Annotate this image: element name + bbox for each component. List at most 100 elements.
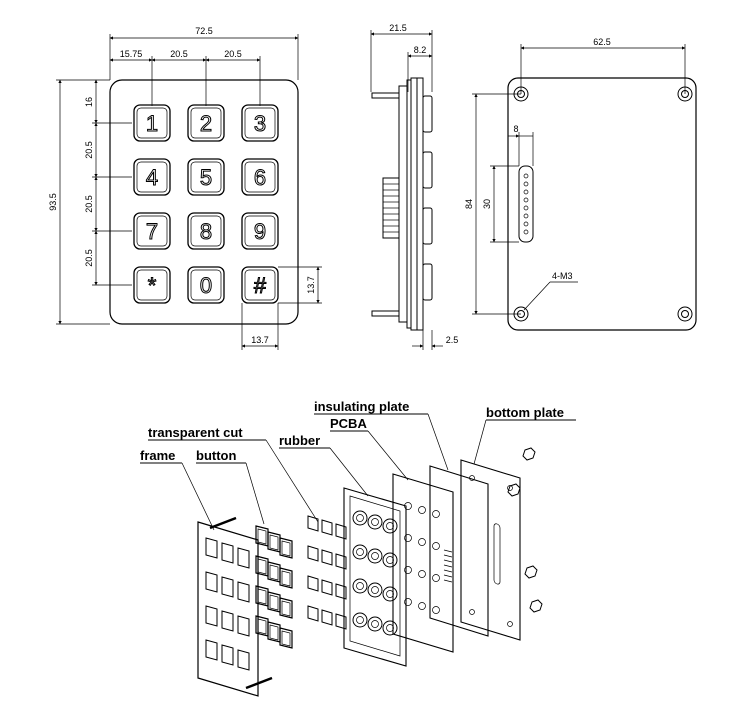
pcb-contact: [418, 570, 426, 578]
key-6: 6: [241, 158, 279, 196]
key-hash: #: [241, 266, 279, 304]
side-bottom-plate: [398, 85, 408, 323]
key-5: 5: [187, 158, 225, 196]
frame-key-opening: [205, 605, 218, 627]
dim-key-size: 13.7 13.7: [241, 266, 322, 350]
pcb-contact: [404, 534, 412, 542]
dim-overall-height-text: 93.5: [48, 193, 58, 211]
transparent-cut-piece: [335, 583, 347, 600]
dim-frame-depth-text: 8.2: [414, 45, 427, 55]
key-label: 0: [200, 273, 212, 298]
dim-key-height-text: 13.7: [306, 276, 316, 294]
dim-pitch-x-1-text: 20.5: [170, 49, 188, 59]
dim-column-chain: 15.75 20.5 20.5: [109, 49, 261, 106]
frame-key-opening: [237, 581, 250, 603]
side-frame: [416, 77, 424, 331]
key-0: 0: [187, 266, 225, 304]
key-star: *: [133, 266, 171, 304]
exploded-pcba: [392, 473, 454, 653]
dim-pitch-y-3-text: 20.5: [84, 249, 94, 267]
dim-plate-thickness-text: 2.5: [446, 335, 459, 345]
label-insulating-plate: insulating plate: [314, 399, 409, 414]
frame-key-opening: [205, 639, 218, 661]
screw-callout-text: 4-M3: [552, 271, 573, 281]
side-key-row-4: [422, 263, 433, 301]
frame-key-opening: [205, 537, 218, 559]
key-grid: 1 2 3 4 5 6 7 8 9 * 0 #: [133, 104, 279, 304]
dim-pitch-y-2-text: 20.5: [84, 195, 94, 213]
exploded-button-piece: [279, 567, 293, 589]
key-label: 9: [254, 219, 266, 244]
transparent-cut-piece: [335, 523, 347, 540]
transparent-cut-piece: [307, 545, 319, 562]
transparent-cut-piece: [321, 519, 333, 536]
label-rubber: rubber: [279, 433, 320, 448]
side-rubber: [410, 77, 418, 331]
rubber-dome: [382, 586, 398, 602]
exploded-nuts: [507, 447, 543, 613]
dim-overall-height: 93.5: [48, 79, 110, 325]
label-button: button: [196, 448, 236, 463]
rubber-dome: [352, 544, 368, 560]
pcb-contact: [432, 510, 440, 518]
key-7: 7: [133, 212, 171, 250]
transparent-cut-piece: [307, 575, 319, 592]
rubber-dome: [367, 548, 383, 564]
side-key-row-3: [422, 207, 433, 245]
rubber-dome: [367, 616, 383, 632]
pcb-contact: [432, 606, 440, 614]
mounting-holes: [513, 86, 693, 322]
side-pcb: [406, 79, 412, 329]
key-label: 4: [146, 165, 158, 190]
transparent-cut-piece: [335, 553, 347, 570]
key-label: 2: [200, 111, 212, 136]
key-label: 3: [254, 111, 266, 136]
dim-pitch-y-1-text: 20.5: [84, 141, 94, 159]
transparent-cut-piece: [307, 515, 319, 532]
side-stud-bottom: [371, 310, 400, 317]
dim-overall-width: 72.5: [109, 26, 299, 80]
key-label: *: [148, 273, 157, 298]
pcb-contact: [404, 598, 412, 606]
frame-key-opening: [221, 610, 234, 632]
side-connector-pins: [382, 177, 400, 239]
exploded-insulating-plate: [429, 465, 489, 637]
key-label: #: [254, 273, 267, 298]
dim-row-chain: 16 20.5 20.5 20.5: [84, 79, 132, 286]
key-8: 8: [187, 212, 225, 250]
back-connector: [518, 165, 534, 243]
dim-overall-width-text: 72.5: [195, 26, 213, 36]
key-label: 5: [200, 165, 212, 190]
pcb-contact: [418, 538, 426, 546]
key-label: 6: [254, 165, 266, 190]
frame-key-opening: [237, 547, 250, 569]
key-label: 7: [146, 219, 158, 244]
rubber-dome: [352, 510, 368, 526]
side-view: 21.5 8.2 2.: [370, 23, 459, 350]
exploded-bottom-plate: [460, 459, 521, 641]
key-9: 9: [241, 212, 279, 250]
label-transparent-cut: transparent cut: [148, 425, 243, 440]
dim-key-width-text: 13.7: [251, 335, 269, 345]
key-label: 8: [200, 219, 212, 244]
key-1: 1: [133, 104, 171, 142]
dim-hole-spacing-y-text: 84: [464, 199, 474, 209]
frame-key-opening: [221, 644, 234, 666]
back-plate-outline: [507, 77, 697, 331]
back-view: 62.5 84 30 8 4-M3: [464, 37, 697, 331]
label-pcba: PCBA: [330, 416, 367, 431]
pcb-contact: [418, 602, 426, 610]
pcb-contact: [404, 566, 412, 574]
transparent-cut-piece: [321, 609, 333, 626]
dim-pitch-x-2-text: 20.5: [224, 49, 242, 59]
exploded-buttons: [255, 525, 293, 649]
transparent-cut-piece: [335, 613, 347, 630]
rubber-dome: [352, 578, 368, 594]
frame-key-opening: [221, 576, 234, 598]
exploded-button-piece: [279, 537, 293, 559]
exploded-button-piece: [279, 597, 293, 619]
dim-first-col-offset-text: 15.75: [120, 49, 143, 59]
dim-hole-spacing-x-text: 62.5: [593, 37, 611, 47]
label-bottom-plate: bottom plate: [486, 405, 564, 420]
